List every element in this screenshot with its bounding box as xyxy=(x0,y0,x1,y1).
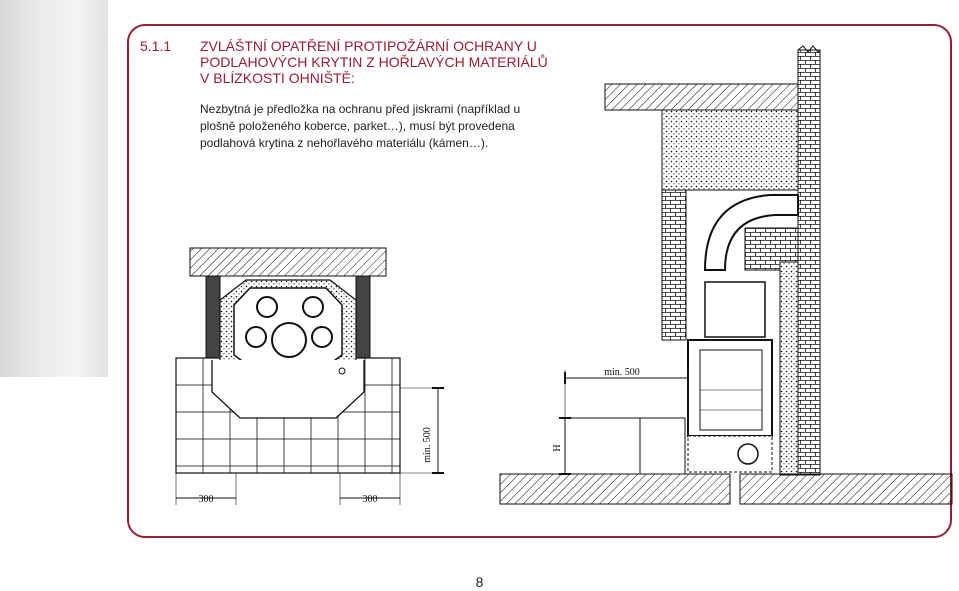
page-number: 8 xyxy=(475,574,484,590)
plan-flue-4 xyxy=(311,326,333,348)
section-body: Nezbytná je předložka na ochranu před ji… xyxy=(200,101,620,152)
section-air-inlet xyxy=(737,443,759,465)
section-ash-box xyxy=(687,435,773,473)
plan-flue-2 xyxy=(302,296,324,318)
section-ceiling xyxy=(604,83,799,111)
section-floor-right xyxy=(739,473,953,505)
plan-dim-front-label: min. 500 xyxy=(422,427,433,463)
plan-wall-left xyxy=(205,275,221,359)
plan-flue-3 xyxy=(245,326,267,348)
section-chimney-wall xyxy=(797,49,821,476)
plan-hearth xyxy=(211,360,365,419)
side-product-photo xyxy=(0,0,108,377)
section-title: ZVLÁŠTNÍ OPATŘENÍ PROTIPOŽÁRNÍ OCHRANY U… xyxy=(200,38,620,86)
section-dim-height-label: H xyxy=(552,444,563,451)
section-title-line: V BLÍZKOSTI OHNIŠTĚ: xyxy=(200,70,355,86)
section-title-line: ZVLÁŠTNÍ OPATŘENÍ PROTIPOŽÁRNÍ OCHRANY U xyxy=(200,38,537,54)
section-view: min. 500 H xyxy=(499,45,953,505)
section-back-insulation xyxy=(779,261,799,476)
plan-dim-right-label: 300 xyxy=(363,494,378,505)
section-hood-wall xyxy=(661,189,687,341)
body-line: podlahová krytina z nehořlavého materiál… xyxy=(200,136,489,150)
plan-dim-left-label: 300 xyxy=(199,494,214,505)
section-title-line: PODLAHOVÝCH KRYTIN Z HOŘLAVÝCH MATERIÁLŮ xyxy=(200,54,548,70)
section-dim-top-label: min. 500 xyxy=(604,367,640,378)
section-floor-left xyxy=(499,473,731,505)
section-hood-insulation xyxy=(661,109,799,191)
plan-wall-top xyxy=(189,247,387,277)
section-hearth-plate xyxy=(564,417,686,475)
section-number: 5.1.1 xyxy=(140,38,172,54)
plan-flue-main xyxy=(271,322,307,358)
content-frame xyxy=(127,24,952,538)
body-line: plošně položeného koberce, parket…), mus… xyxy=(200,119,515,133)
section-flue-pipe xyxy=(703,194,799,271)
plan-flue-1 xyxy=(256,296,278,318)
body-line: Nezbytná je předložka na ochranu před ji… xyxy=(200,102,521,116)
plan-wall-right xyxy=(355,275,371,359)
section-smoke-chamber xyxy=(704,281,766,338)
plan-detail-dot xyxy=(338,367,346,375)
plan-view: min. 500 300 300 xyxy=(175,247,444,505)
